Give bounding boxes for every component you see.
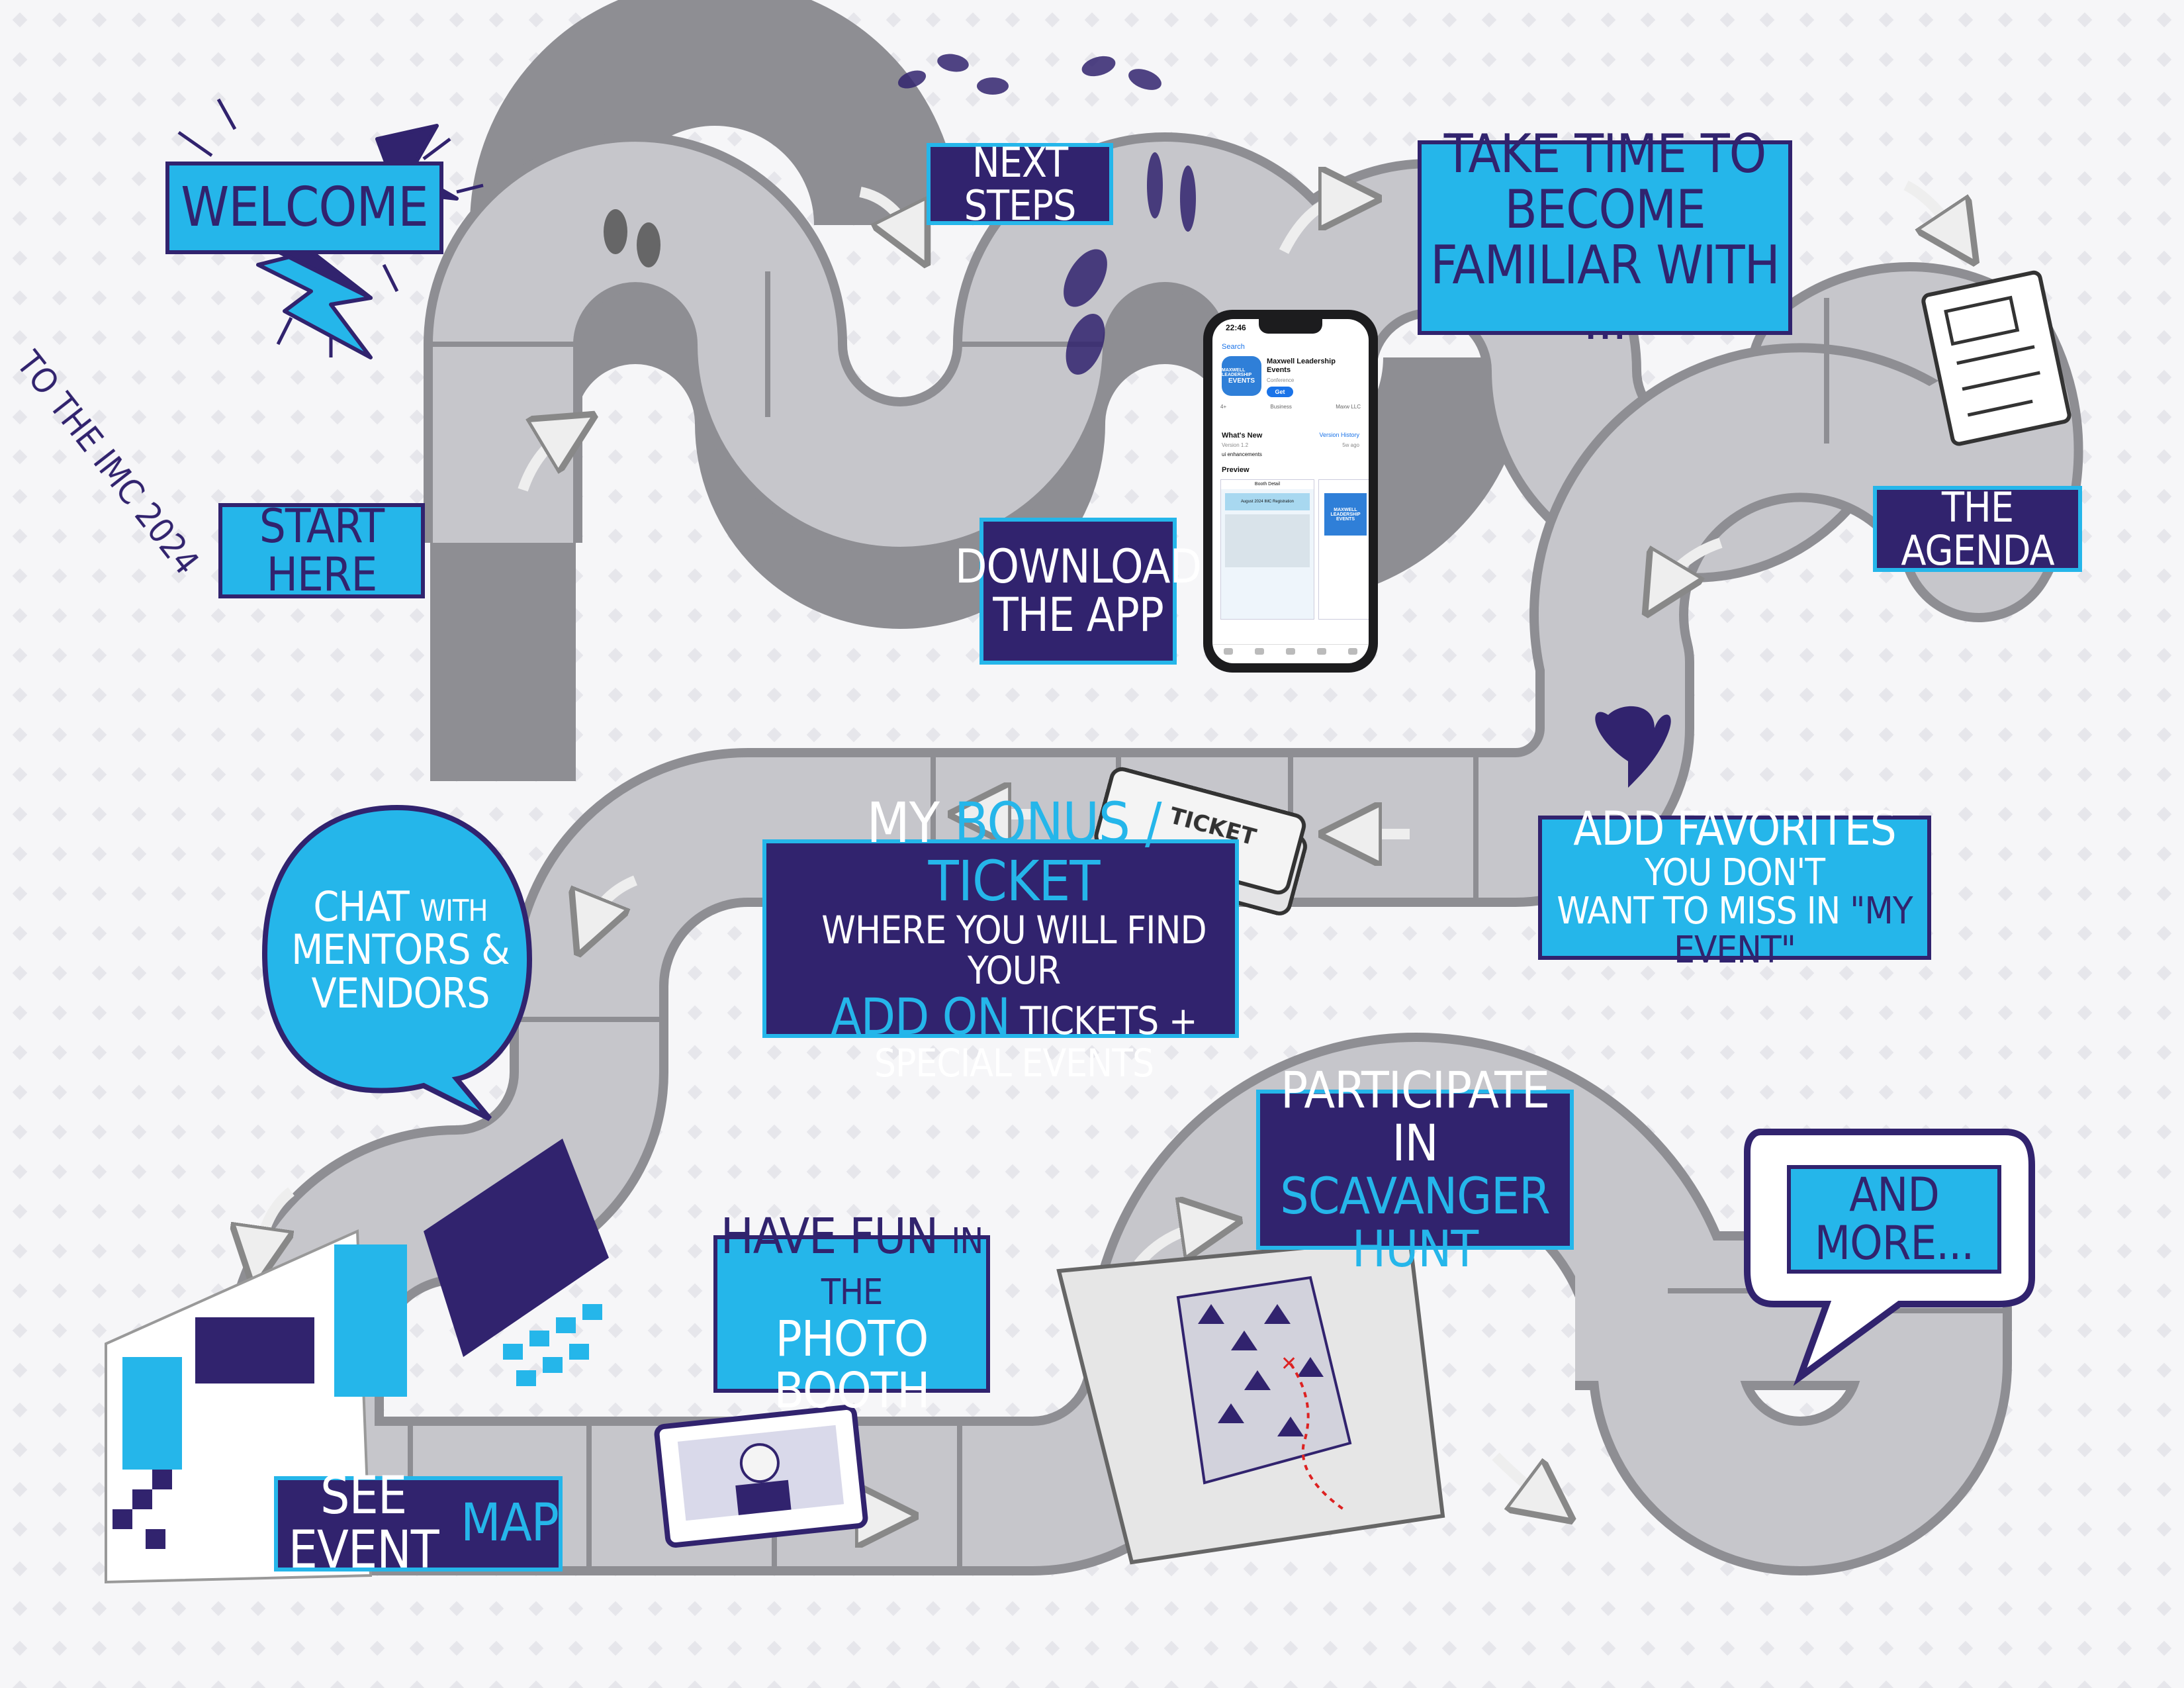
venue-map-icon — [105, 1139, 609, 1584]
familiar-line-2: FAMILIAR WITH ... — [1430, 234, 1780, 352]
screenshot-header: Booth Detail — [1221, 480, 1314, 489]
chat-bubble — [261, 804, 533, 1121]
and-more-label[interactable]: AND MORE... — [1787, 1165, 2001, 1274]
bonus-c: WHERE YOU WILL FIND YOUR — [821, 908, 1206, 994]
app-stats: 4+ Business Maxw LLC — [1220, 404, 1361, 410]
app-name: Maxwell Leadership Events — [1267, 357, 1336, 374]
familiar-line-1: TAKE TIME TO BECOME — [1443, 123, 1767, 240]
screenshot-logo: MAXWELL LEADERSHIP EVENTS — [1324, 493, 1367, 536]
welcome-banner: WELCOME — [165, 162, 443, 254]
release-age: 5w ago — [1342, 442, 1359, 448]
get-button[interactable]: Get — [1267, 387, 1293, 397]
status-time: 22:46 — [1226, 323, 1246, 332]
agenda-text: THE AGENDA — [1901, 483, 2054, 575]
whats-new-heading: What's New — [1222, 432, 1263, 440]
favorites-b: YOU DON'T — [1645, 851, 1825, 894]
age-rating: 4+ — [1220, 404, 1227, 410]
favorites-label[interactable]: ADD FAVORITES YOU DON'T WANT TO MISS IN … — [1538, 804, 1931, 970]
preview-screenshot-1[interactable]: Booth Detail August 2024 IMC Registratio… — [1220, 479, 1314, 620]
bonus-ticket-label[interactable]: MY BONUS / TICKET WHERE YOU WILL FIND YO… — [762, 794, 1239, 1084]
notepad-icon — [1921, 270, 2071, 446]
favorites-line-1: ADD FAVORITES YOU DON'T — [1542, 802, 1927, 894]
photo-a: HAVE FUN — [720, 1207, 938, 1265]
hunt-a: PARTICIPATE IN — [1280, 1060, 1550, 1173]
release-note: ui enhancements — [1222, 451, 1262, 457]
chat-d: VENDORS — [311, 968, 490, 1017]
preview-heading: Preview — [1222, 466, 1250, 474]
chat-label[interactable]: CHAT WITH MENTORS & VENDORS — [285, 841, 516, 1059]
preview-screenshot-2[interactable]: MAXWELL LEADERSHIP EVENTS — [1318, 479, 1369, 620]
tab-icon[interactable] — [1223, 648, 1233, 655]
map-a: SEE EVENT — [288, 1466, 439, 1580]
photo-booth-label[interactable]: HAVE FUN IN THE PHOTO BOOTH — [713, 1211, 990, 1417]
tab-icon[interactable] — [1317, 648, 1327, 655]
app-developer: Maxw LLC — [1336, 404, 1361, 410]
screenshot-image — [1225, 514, 1310, 567]
photo-c: PHOTO BOOTH — [774, 1311, 931, 1419]
bonus-b: BONUS / TICKET — [928, 790, 1162, 914]
download-app-label[interactable]: DOWNLOAD THE APP — [955, 518, 1202, 665]
bonus-line-3: ADD ON TICKETS + SPECIAL EVENTS — [793, 991, 1235, 1084]
svg-text:✕: ✕ — [1281, 1352, 1297, 1376]
tab-icon[interactable] — [1254, 648, 1264, 655]
favorites-d: "MY EVENT" — [1674, 890, 1913, 972]
bonus-d: ADD ON — [831, 988, 1010, 1047]
footprints-icon — [604, 54, 1196, 375]
heart-icon — [1595, 706, 1671, 788]
favorites-line-2: WANT TO MISS IN "MY EVENT" — [1542, 892, 1927, 970]
next-steps-text: NEXT STEPS — [964, 138, 1077, 230]
app-icon-big-text: EVENTS — [1228, 377, 1255, 385]
app-category: Conference — [1267, 377, 1295, 383]
screenshot-banner: August 2024 IMC Registration — [1225, 493, 1310, 510]
bonus-e: TICKETS + SPECIAL EVENTS — [874, 998, 1198, 1086]
the-app-text: THE APP — [993, 588, 1164, 642]
agenda-label[interactable]: THE AGENDA — [1873, 486, 2082, 572]
and-more-text: AND MORE... — [1814, 1167, 1974, 1270]
tab-icon[interactable] — [1348, 648, 1358, 655]
photo-frame-icon — [654, 1405, 868, 1548]
photo-line-1: HAVE FUN IN THE — [717, 1211, 986, 1314]
treasure-map-icon: ✕ — [1056, 1235, 1445, 1565]
app-genre: Business — [1270, 404, 1292, 410]
chat-a: CHAT — [313, 882, 409, 931]
chat-line-1: CHAT WITH — [313, 882, 488, 931]
version-history-link[interactable]: Version History — [1319, 432, 1359, 438]
favorites-a: ADD FAVORITES — [1573, 802, 1896, 857]
welcome-title: WELCOME — [181, 175, 428, 239]
bonus-line-1: MY BONUS / TICKET — [793, 794, 1235, 911]
map-b: MAP — [461, 1493, 559, 1554]
event-map-label[interactable]: SEE EVENT MAP — [274, 1469, 563, 1577]
version-text: Version 1.2 — [1222, 442, 1249, 448]
scavenger-hunt-label[interactable]: PARTICIPATE IN SCAVANGER HUNT — [1256, 1064, 1574, 1275]
favorites-c: WANT TO MISS IN — [1557, 890, 1841, 933]
bonus-a: MY — [866, 790, 939, 855]
tab-icon[interactable] — [1285, 648, 1295, 655]
back-search-link[interactable]: Search — [1222, 343, 1245, 351]
app-store-screen: 22:46 Search MAXWELL LEADERSHIP EVENTS M… — [1212, 319, 1369, 663]
app-icon: MAXWELL LEADERSHIP EVENTS — [1222, 356, 1261, 396]
phone-mockup: 22:46 Search MAXWELL LEADERSHIP EVENTS M… — [1203, 310, 1378, 673]
photo-b: IN THE — [821, 1220, 984, 1313]
next-steps-label[interactable]: NEXT STEPS — [927, 138, 1113, 230]
start-here-text: START HERE — [259, 498, 385, 602]
chat-c: MENTORS & — [291, 925, 510, 974]
start-here-label[interactable]: START HERE — [218, 498, 425, 602]
download-text: DOWNLOAD — [955, 539, 1202, 594]
chat-b: WITH — [420, 894, 488, 929]
familiar-label[interactable]: TAKE TIME TO BECOME FAMILIAR WITH ... — [1418, 126, 1792, 349]
tab-bar[interactable] — [1212, 644, 1369, 658]
phone-notch — [1259, 319, 1322, 334]
hunt-b: SCAVANGER HUNT — [1280, 1166, 1551, 1278]
app-icon-small-text: MAXWELL LEADERSHIP — [1222, 367, 1252, 377]
